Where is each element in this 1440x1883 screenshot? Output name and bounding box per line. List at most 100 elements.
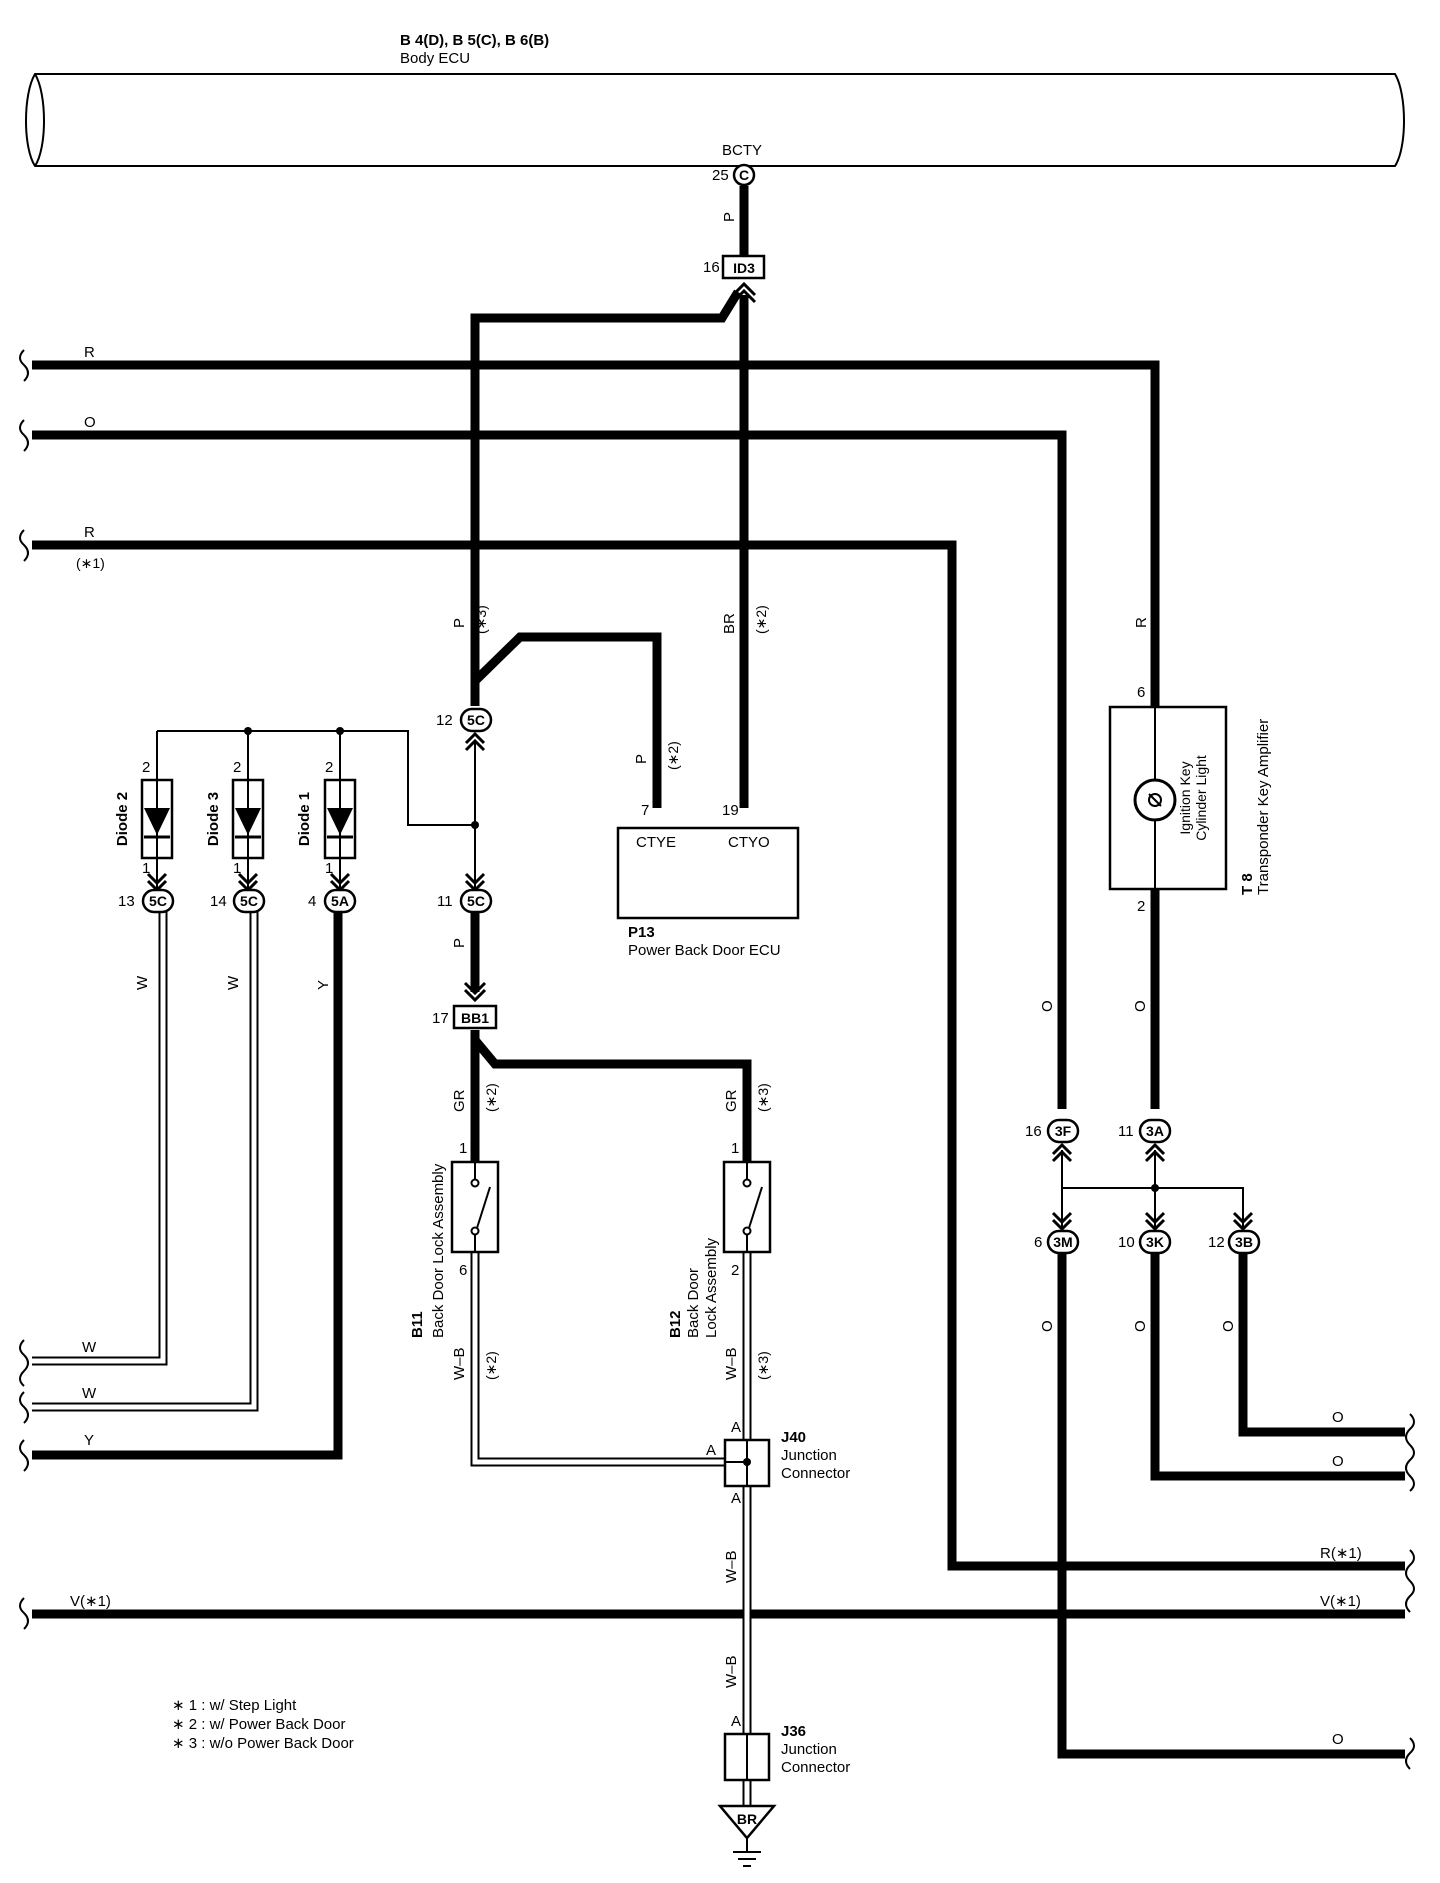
svg-text:5C: 5C — [467, 712, 485, 728]
connector-3f: 3F — [1046, 1118, 1080, 1163]
b11-name: Back Door Lock Assembly — [430, 1163, 447, 1338]
t8-pin-6: 6 — [1137, 684, 1145, 701]
diode-3 — [231, 778, 265, 860]
svg-text:R: R — [1133, 617, 1150, 628]
diode-2-pin-top: 2 — [142, 759, 150, 776]
j40-name-line1: Junction — [781, 1447, 837, 1464]
svg-text:(∗1): (∗1) — [76, 555, 105, 571]
j36-pin-a: A — [731, 1713, 741, 1730]
connector-5c-11: 5C — [459, 872, 493, 914]
thin-wires — [156, 730, 1244, 1230]
connector-3k: 3K — [1138, 1211, 1172, 1255]
connector-5c-14: 5C — [232, 872, 266, 914]
p13-ecu-box — [616, 826, 800, 920]
svg-text:O: O — [1220, 1320, 1237, 1332]
legend-note-3: ∗ 3 : w/o Power Back Door — [172, 1735, 354, 1752]
p13-pin-7: 7 — [641, 802, 649, 819]
j40-pin-a-bottom: A — [731, 1490, 741, 1507]
svg-text:5C: 5C — [240, 893, 258, 909]
connector-3m: 3M — [1046, 1211, 1080, 1255]
j36-id: J36 — [781, 1723, 806, 1740]
p13-id: P13 — [628, 924, 655, 941]
svg-text:3K: 3K — [1146, 1234, 1164, 1250]
body-ecu-bar — [25, 73, 1405, 167]
svg-text:W: W — [82, 1339, 97, 1356]
j36-name-line1: Junction — [781, 1741, 837, 1758]
legend-note-1: ∗ 1 : w/ Step Light — [172, 1697, 297, 1714]
svg-text:W–B: W–B — [451, 1347, 468, 1380]
svg-text:P: P — [451, 938, 468, 948]
svg-text:W: W — [82, 1385, 97, 1402]
pin-17: 17 — [432, 1010, 449, 1027]
p13-pin-19: 19 — [722, 802, 739, 819]
svg-text:3A: 3A — [1146, 1123, 1164, 1139]
connector-ecu-c: C — [732, 163, 756, 187]
j36-name-line2: Connector — [781, 1759, 850, 1776]
t8-amplifier-box — [1108, 705, 1228, 891]
legend-note-2: ∗ 2 : w/ Power Back Door — [172, 1716, 345, 1733]
svg-text:BR: BR — [721, 613, 738, 634]
svg-text:5A: 5A — [331, 893, 349, 909]
p13-ctye: CTYE — [636, 834, 676, 851]
connector-5c-13: 5C — [141, 872, 175, 914]
pin-4: 4 — [308, 893, 316, 910]
svg-text:V(∗1): V(∗1) — [70, 1593, 111, 1610]
svg-text:P: P — [451, 618, 468, 628]
svg-text:5C: 5C — [149, 893, 167, 909]
diode-3-label: Diode 3 — [205, 792, 222, 846]
pin-10-3k: 10 — [1118, 1234, 1135, 1251]
b11-id: B11 — [409, 1311, 426, 1338]
svg-text:ID3: ID3 — [733, 260, 755, 276]
connector-5a-4: 5A — [323, 872, 357, 914]
thick-wires — [32, 186, 1405, 1759]
svg-text:W–B: W–B — [723, 1347, 740, 1380]
wire-labels: P R O R (∗1) P (∗3) BR (∗2) P (∗2) R W W… — [70, 212, 1362, 1748]
svg-text:(∗2): (∗2) — [665, 741, 681, 770]
svg-text:W–B: W–B — [723, 1550, 740, 1583]
diode-1 — [323, 778, 357, 860]
t8-light-line2: Cylinder Light — [1193, 755, 1209, 841]
terminal-bcty: BCTY — [722, 142, 762, 159]
t8-light-line1: Ignition Key — [1177, 761, 1193, 834]
svg-text:Y: Y — [315, 980, 332, 990]
b11-pin-1: 1 — [459, 1140, 467, 1157]
svg-text:O: O — [1332, 1409, 1344, 1426]
b12-name-line1: Back Door — [685, 1268, 702, 1338]
svg-text:3M: 3M — [1053, 1234, 1072, 1250]
svg-text:P: P — [721, 212, 738, 222]
t8-id: T 8 — [1239, 873, 1256, 895]
svg-text:W: W — [225, 975, 242, 990]
svg-text:W–B: W–B — [723, 1655, 740, 1688]
j40-name-line2: Connector — [781, 1465, 850, 1482]
svg-text:(∗2): (∗2) — [483, 1083, 499, 1112]
t8-name: Transponder Key Amplifier — [1255, 719, 1272, 895]
svg-text:O: O — [1132, 1320, 1149, 1332]
svg-text:(∗2): (∗2) — [483, 1351, 499, 1380]
svg-text:3F: 3F — [1055, 1123, 1072, 1139]
ground-br: BR — [737, 1811, 757, 1827]
pin-12-3b: 12 — [1208, 1234, 1225, 1251]
pin-13: 13 — [118, 893, 135, 910]
connector-id3: ID3 — [721, 254, 766, 304]
connector-5c-12: 5C — [459, 707, 493, 752]
j36-junction-box — [723, 1732, 771, 1782]
svg-text:V(∗1): V(∗1) — [1320, 1593, 1361, 1610]
ground-icon — [717, 1804, 777, 1867]
b12-switch-box — [722, 1160, 772, 1254]
j40-id: J40 — [781, 1429, 806, 1446]
svg-text:Y: Y — [84, 1432, 94, 1449]
svg-text:GR: GR — [723, 1089, 740, 1112]
svg-text:R: R — [84, 344, 95, 361]
pin-25: 25 — [712, 167, 729, 184]
svg-text:5C: 5C — [467, 893, 485, 909]
connector-3a: 3A — [1138, 1118, 1172, 1163]
svg-text:R: R — [84, 524, 95, 541]
pin-11: 11 — [437, 893, 453, 910]
j40-pin-a-left: A — [706, 1442, 716, 1459]
svg-text:O: O — [1332, 1453, 1344, 1470]
diode-1-pin-bottom: 1 — [325, 860, 333, 877]
t8-pin-2: 2 — [1137, 898, 1145, 915]
pin-11-3a: 11 — [1118, 1123, 1134, 1140]
pin-12: 12 — [436, 712, 453, 729]
